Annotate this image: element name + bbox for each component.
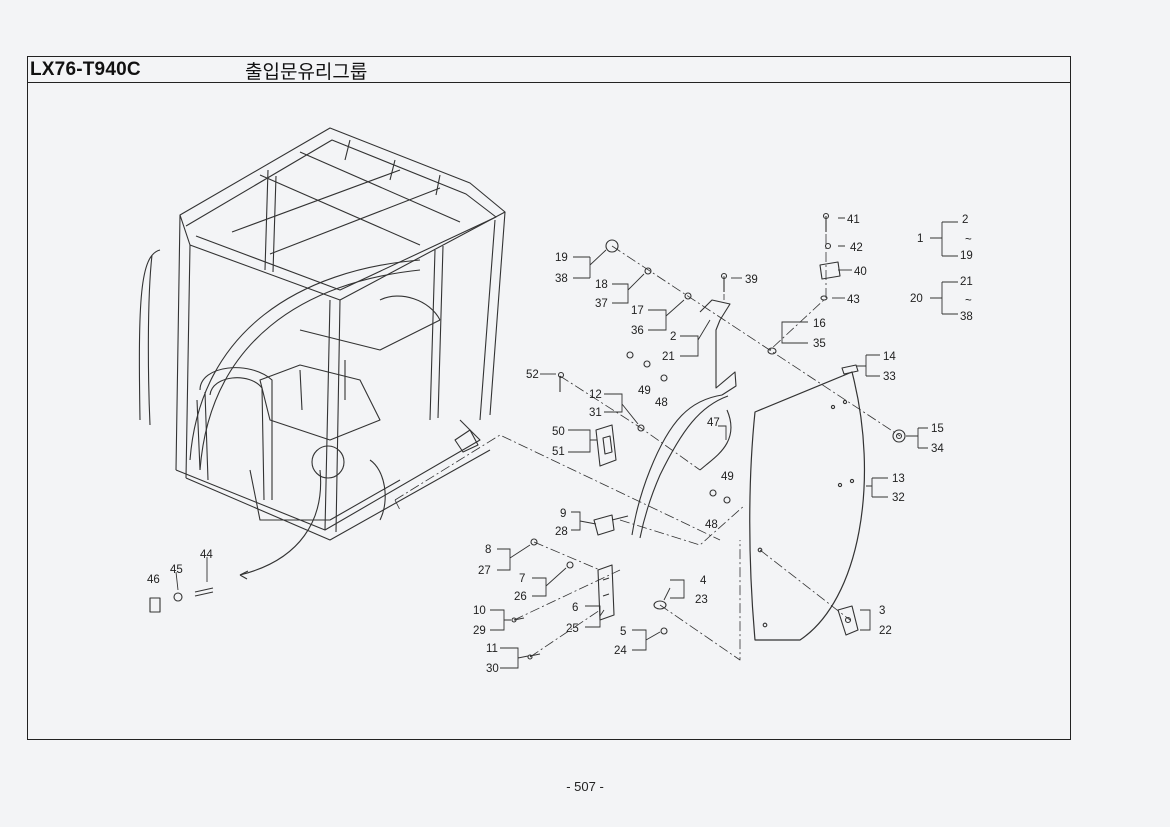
callout-label: 15 (931, 423, 944, 435)
callout-label: 16 (813, 318, 826, 330)
callout-label: 6 (572, 602, 578, 614)
callout-label: 38 (555, 273, 568, 285)
callout-label: 26 (514, 591, 527, 603)
callout-label: 5 (620, 626, 626, 638)
callout-label: 4 (700, 575, 707, 587)
callout-label: 2 (962, 214, 968, 226)
callout-label: 19 (960, 250, 973, 262)
door-glass-panel (749, 371, 865, 641)
callout-label: 3 (879, 605, 885, 617)
callout-label: 45 (170, 564, 183, 576)
callout-label: 33 (883, 371, 896, 383)
callout-label: 2 (670, 331, 676, 343)
model-code: LX76-T940C (30, 59, 141, 80)
callout-label: 11 (486, 643, 498, 655)
callout-label: 18 (595, 279, 608, 291)
callout-label: 23 (695, 594, 708, 606)
callout-label: 36 (631, 325, 644, 337)
callout-label: 20 (910, 293, 923, 305)
callout-label: 12 (589, 389, 602, 401)
callout-label: 7 (519, 573, 525, 585)
callout-label: 1 (917, 233, 923, 245)
callout-label: 49 (721, 471, 734, 483)
callout-label: 52 (526, 369, 539, 381)
callout-label: 14 (883, 351, 896, 363)
callout-label: 31 (589, 407, 602, 419)
callout-label: 22 (879, 625, 892, 637)
drawing-frame (27, 56, 1071, 740)
callout-labels: 2 19 1 21 38 20 41 42 40 43 39 16 35 14 … (147, 214, 973, 675)
callout-label: 28 (555, 526, 568, 538)
callout-label: 25 (566, 623, 579, 635)
page-number: - 507 - (566, 779, 604, 794)
callout-label: 9 (560, 508, 566, 520)
bolt-washer-plate-set (149, 587, 214, 613)
callout-brackets (175, 217, 958, 669)
callout-label: 24 (614, 645, 627, 657)
callout-label: 34 (931, 443, 944, 455)
callout-label: 21 (960, 276, 973, 288)
cab-frame-illustration (138, 127, 506, 580)
callout-label: 37 (595, 298, 608, 310)
callout-label: 47 (707, 417, 720, 429)
callout-label: 27 (478, 565, 491, 577)
callout-label: 39 (745, 274, 758, 286)
callout-label: 17 (631, 305, 644, 317)
callout-label: 19 (555, 252, 568, 264)
callout-label: 41 (847, 214, 860, 226)
range-markers: ~ ~ (965, 234, 972, 307)
group-name: 출입문유리그룹 (245, 62, 368, 83)
callout-label: 49 (638, 385, 651, 397)
callout-label: 43 (847, 294, 860, 306)
callout-label: 10 (473, 605, 486, 617)
callout-label: 46 (147, 574, 160, 586)
alignment-lines (394, 216, 901, 661)
callout-label: 38 (960, 311, 973, 323)
callout-label: 40 (854, 266, 867, 278)
callout-label: 48 (705, 519, 718, 531)
callout-label: 48 (655, 397, 668, 409)
callout-label: 50 (552, 426, 565, 438)
callout-label: 44 (200, 549, 213, 561)
callout-label: 29 (473, 625, 486, 637)
callout-label: 42 (850, 242, 863, 254)
svg-text:~: ~ (965, 234, 972, 246)
callout-label: 13 (892, 473, 905, 485)
callout-label: 21 (662, 351, 675, 363)
hardware-parts (511, 212, 906, 660)
callout-label: 51 (552, 446, 565, 458)
callout-label: 30 (486, 663, 499, 675)
svg-text:~: ~ (965, 295, 972, 307)
callout-label: 32 (892, 492, 905, 504)
callout-label: 35 (813, 338, 826, 350)
title-bar: LX76-T940C 출입문유리그룹 (27, 56, 1071, 83)
callout-label: 8 (485, 544, 491, 556)
